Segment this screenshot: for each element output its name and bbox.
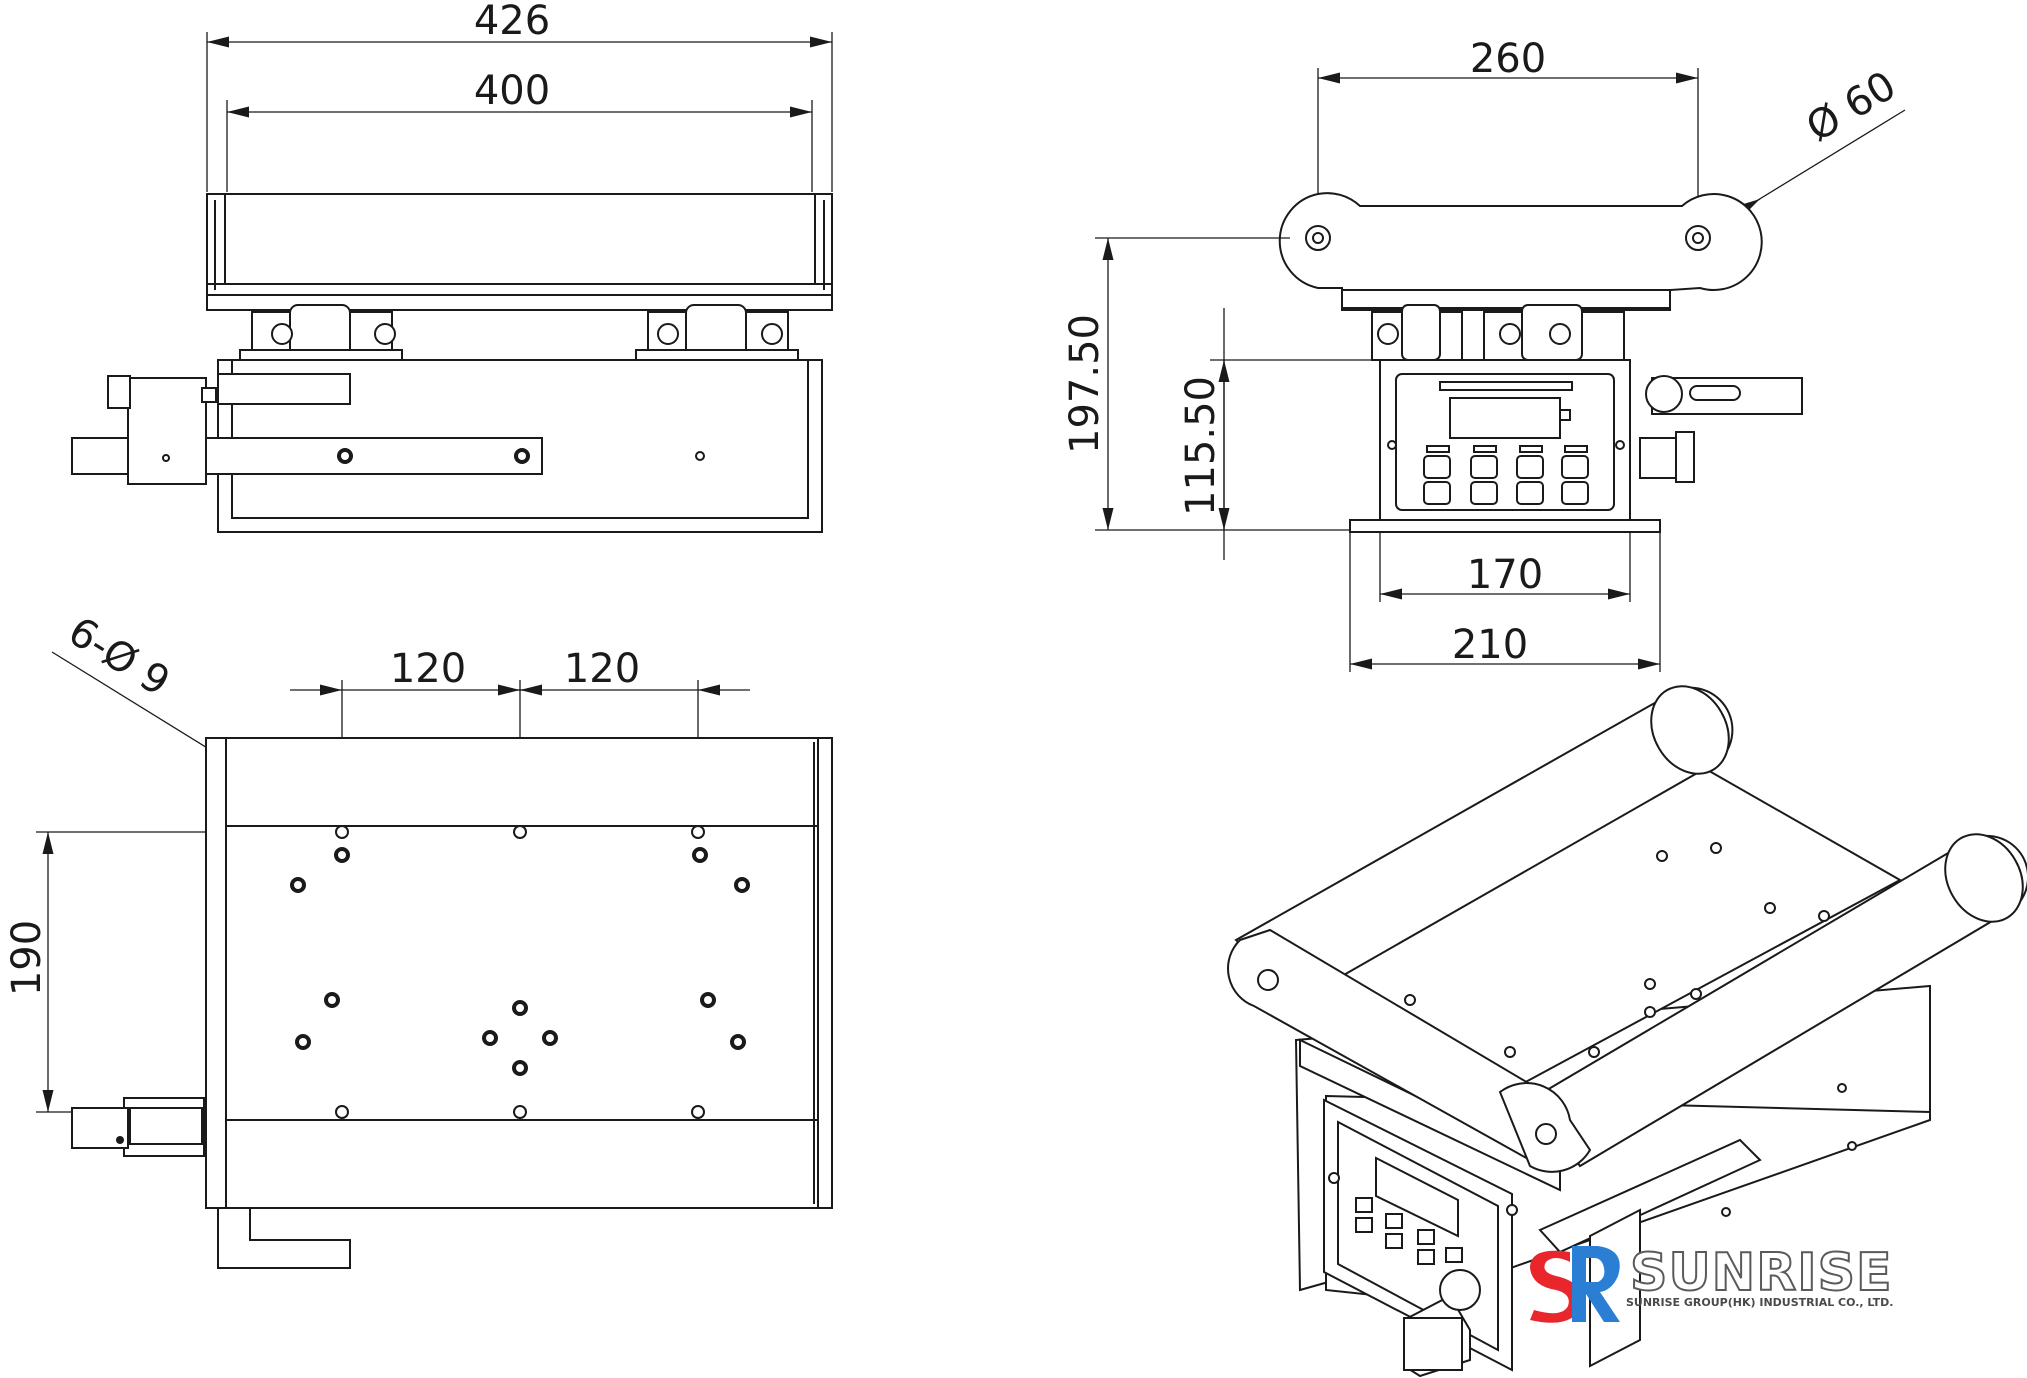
top-bolts — [290, 847, 750, 1076]
dim-190: 190 — [4, 920, 50, 996]
logo-tagline: SUNRISE GROUP(HK) INDUSTRIAL CO., LTD. — [1626, 1296, 1893, 1309]
front-view: 426 400 — [71, 0, 833, 533]
dim-426: 426 — [474, 0, 550, 44]
dim-400: 400 — [474, 68, 550, 114]
front-joint-right — [635, 304, 799, 361]
dim-120-left: 120 — [390, 646, 466, 692]
dim-120-right: 120 — [564, 646, 640, 692]
isometric-view: SUNRISE SUNRISE GROUP(HK) INDUSTRIAL CO.… — [1227, 685, 2027, 1378]
side-view: 260 Ø 60 — [1062, 36, 1906, 672]
dim-roller-diameter: Ø 60 — [1799, 63, 1904, 151]
dim-hole-callout: 6-Ø 9 — [60, 608, 177, 705]
dim-170: 170 — [1467, 552, 1543, 598]
dim-260: 260 — [1470, 36, 1546, 82]
dim-115-50: 115.50 — [1178, 376, 1224, 516]
dim-197-50: 197.50 — [1062, 314, 1108, 454]
top-view: 6-Ø 9 120 120 190 — [4, 608, 833, 1269]
logo-wordmark: SUNRISE — [1630, 1243, 1893, 1303]
side-keypad — [1423, 445, 1589, 505]
front-joint-left — [239, 304, 403, 361]
logo-r-mark — [1572, 1246, 1620, 1322]
sunrise-logo: SUNRISE SUNRISE GROUP(HK) INDUSTRIAL CO.… — [1530, 1242, 1893, 1323]
dim-210: 210 — [1452, 622, 1528, 668]
logo-s-mark — [1530, 1250, 1583, 1323]
